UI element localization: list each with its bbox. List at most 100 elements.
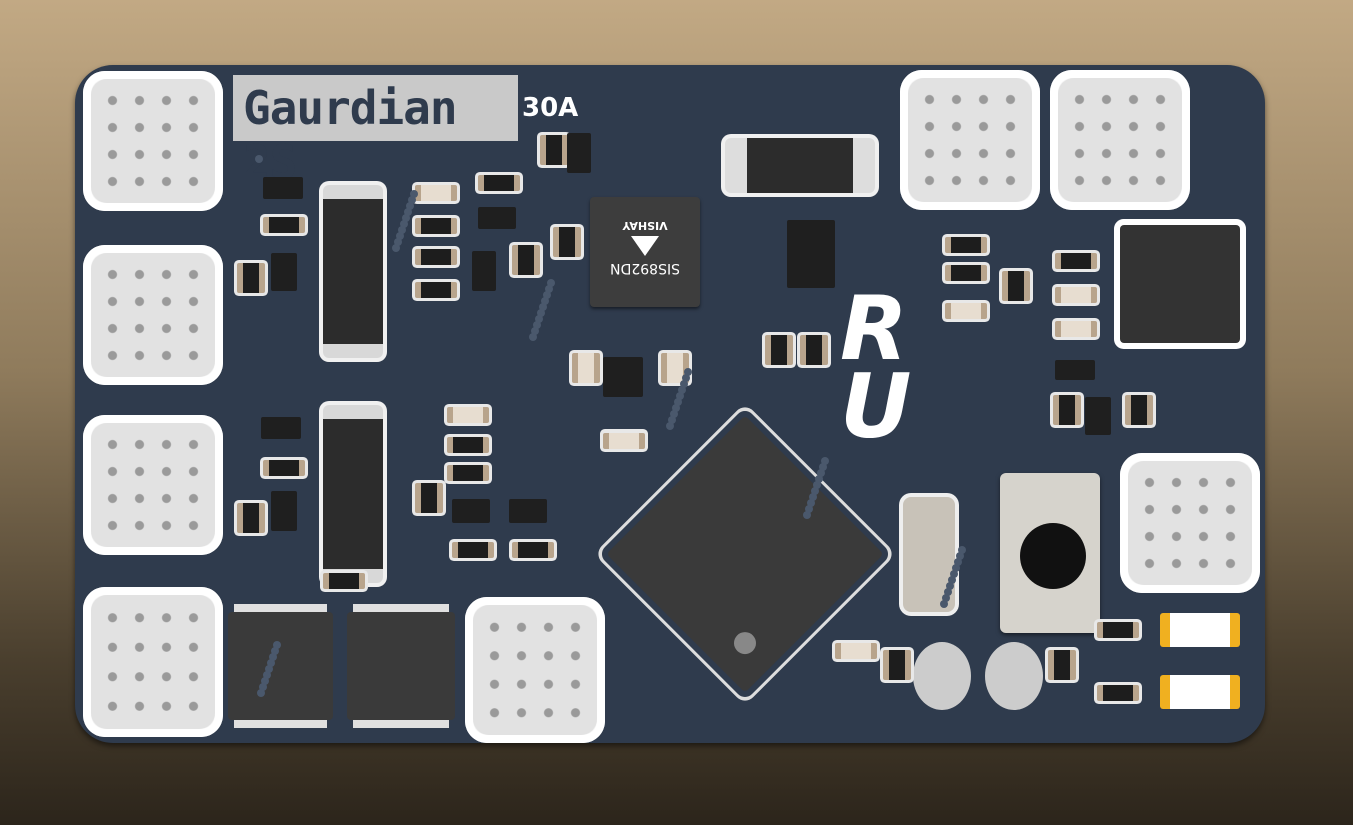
via: [541, 297, 549, 305]
via: [404, 208, 412, 216]
via: [406, 202, 414, 210]
led-2: [1160, 675, 1240, 709]
smd-capacitor: [1055, 287, 1097, 303]
via: [948, 576, 956, 584]
via: [539, 303, 547, 311]
smd-ic: [787, 220, 835, 288]
smd-capacitor: [603, 433, 645, 449]
inductor-1: [323, 185, 383, 358]
via: [940, 600, 948, 608]
smd-resistor: [478, 175, 520, 191]
board-title-label: Gaurdian 2S: [233, 75, 518, 189]
smd-ic: [271, 253, 297, 291]
smd-ic: [472, 251, 496, 291]
led-1: [1160, 613, 1240, 647]
via: [273, 641, 281, 649]
via: [672, 404, 680, 412]
via: [670, 410, 678, 418]
via: [807, 499, 815, 507]
current-rating: 30A: [522, 93, 579, 123]
smd-capacitor: [1055, 321, 1097, 337]
smd-ic: [603, 357, 643, 397]
chip-part-number: SIS892DN VISHAY: [590, 219, 700, 276]
smd-ic: [567, 133, 591, 173]
pad-left-1: [83, 71, 223, 211]
pcb-board: Gaurdian 2S 30A RU SIS892DN VISHAY: [75, 65, 1265, 743]
smd-capacitor: [415, 185, 457, 201]
via: [257, 689, 265, 697]
via: [944, 588, 952, 596]
board-title: Gaurdian 2S: [243, 81, 458, 189]
via: [255, 155, 263, 163]
chip-part-text: SIS892DN: [610, 260, 680, 276]
smd-resistor: [1097, 622, 1139, 638]
smd-ic: [261, 417, 301, 439]
via: [547, 279, 555, 287]
smd-capacitor: [572, 353, 600, 383]
smd-resistor: [452, 542, 494, 558]
smd-resistor: [415, 483, 443, 513]
smd-ic: [509, 499, 547, 523]
via: [408, 196, 416, 204]
smd-ic: [452, 499, 490, 523]
via: [271, 647, 279, 655]
smd-resistor: [263, 217, 305, 233]
via: [537, 309, 545, 317]
smd-resistor: [512, 245, 540, 275]
smd-ic: [1085, 397, 1111, 435]
driver-ic-2: [347, 612, 455, 720]
pad-left-3: [83, 415, 223, 555]
via: [821, 457, 829, 465]
smd-capacitor: [835, 643, 877, 659]
via: [261, 677, 269, 685]
smd-resistor: [1055, 253, 1097, 269]
smd-capacitor: [447, 407, 489, 423]
via: [533, 321, 541, 329]
smd-resistor: [415, 218, 457, 234]
smd-capacitor: [945, 303, 987, 319]
smd-resistor: [447, 437, 489, 453]
via: [809, 493, 817, 501]
smd-resistor: [883, 650, 911, 680]
via: [815, 475, 823, 483]
smd-resistor: [237, 263, 265, 293]
smd-resistor: [945, 237, 987, 253]
pad-right: [1120, 453, 1260, 593]
via: [950, 570, 958, 578]
via: [958, 546, 966, 554]
pad-bottom: [465, 597, 605, 743]
via: [263, 671, 271, 679]
reset-button[interactable]: [1000, 473, 1100, 633]
smd-resistor: [323, 573, 365, 589]
inductor-top: [725, 138, 875, 193]
vishay-triangle-icon: [631, 236, 659, 256]
smd-resistor: [263, 460, 305, 476]
button-cap[interactable]: [1020, 523, 1086, 589]
pad-top-right-2: [1050, 70, 1190, 210]
via: [954, 558, 962, 566]
smd-resistor: [1053, 395, 1081, 425]
via: [394, 238, 402, 246]
via: [543, 291, 551, 299]
regulator-ic: [1120, 225, 1240, 343]
smd-resistor: [1002, 271, 1030, 301]
via: [819, 463, 827, 471]
solder-pad-oval-2: [985, 642, 1043, 710]
via: [956, 552, 964, 560]
via: [805, 505, 813, 513]
via: [392, 244, 400, 252]
via: [813, 481, 821, 489]
via: [676, 392, 684, 400]
smd-resistor: [415, 249, 457, 265]
via: [398, 226, 406, 234]
pin1-marker: [729, 627, 761, 659]
solder-pad-oval-1: [913, 642, 971, 710]
logo-text: RU: [840, 277, 932, 458]
via: [402, 214, 410, 222]
via: [942, 594, 950, 602]
smd-resistor: [447, 465, 489, 481]
smd-resistor: [945, 265, 987, 281]
via: [817, 469, 825, 477]
logo-ru: RU: [840, 277, 980, 460]
pad-left-2: [83, 245, 223, 385]
